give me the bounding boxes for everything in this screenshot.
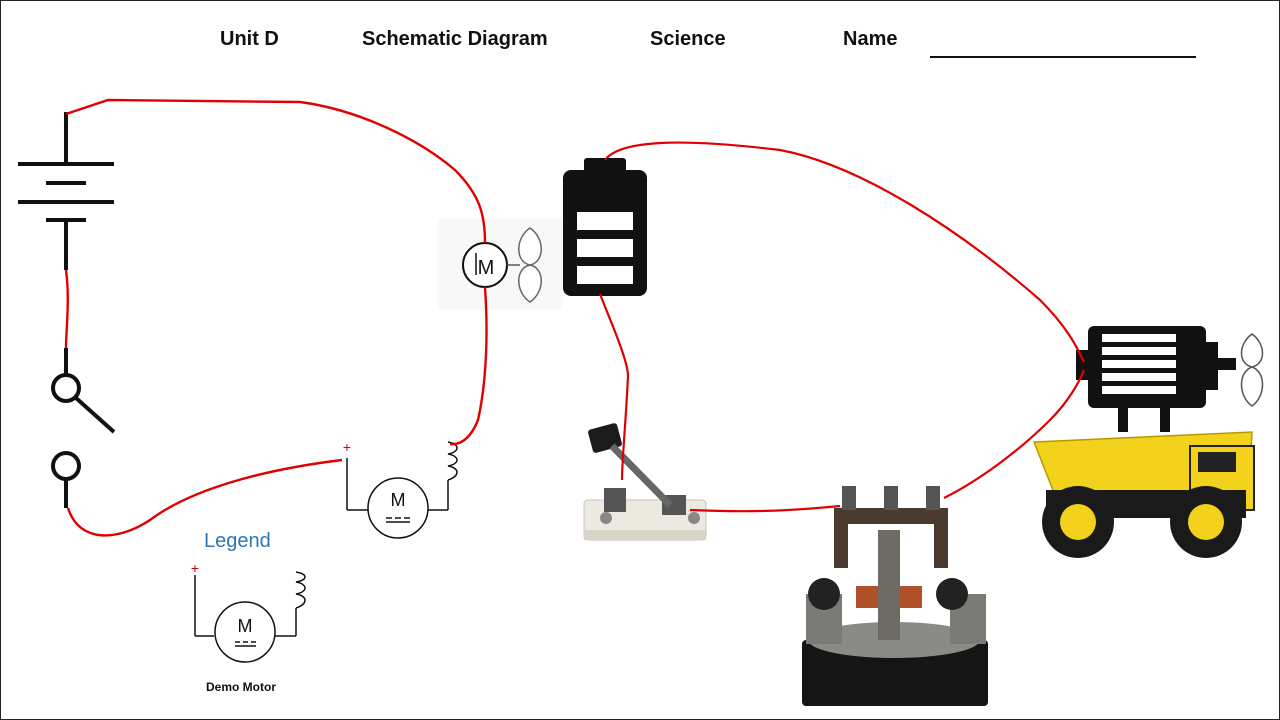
legend-motor-letter: M bbox=[238, 616, 253, 636]
diagram-title: Schematic Diagram bbox=[362, 28, 548, 50]
name-blank-line[interactable] bbox=[930, 56, 1196, 58]
battery-icon bbox=[563, 158, 647, 296]
unit-label: Unit D bbox=[220, 28, 279, 50]
name-label: Name bbox=[843, 28, 898, 50]
subject-label: Science bbox=[650, 28, 726, 50]
fan-blade-icon bbox=[1240, 333, 1264, 368]
knife-switch-photo bbox=[583, 423, 707, 541]
dc-motor-symbol bbox=[346, 441, 458, 539]
demo-motor-photo bbox=[802, 486, 988, 706]
switch-symbol bbox=[51, 348, 116, 508]
dc-motor-letter: M bbox=[391, 490, 406, 510]
legend-plus-sign: + bbox=[191, 560, 199, 576]
battery-cell-symbol bbox=[18, 112, 114, 270]
fan-motor-symbol: M bbox=[438, 218, 562, 310]
left-circuit-wire bbox=[64, 98, 488, 537]
legend-title: Legend bbox=[204, 530, 271, 552]
fan-motor-letter: M bbox=[478, 257, 495, 279]
dump-truck-image bbox=[1032, 431, 1255, 558]
motor-icon bbox=[1076, 326, 1264, 432]
legend-motor-symbol bbox=[194, 571, 306, 663]
demo-motor-label: Demo Motor bbox=[206, 680, 276, 694]
plus-sign: + bbox=[343, 439, 351, 455]
right-circuit-wire bbox=[598, 141, 1086, 513]
